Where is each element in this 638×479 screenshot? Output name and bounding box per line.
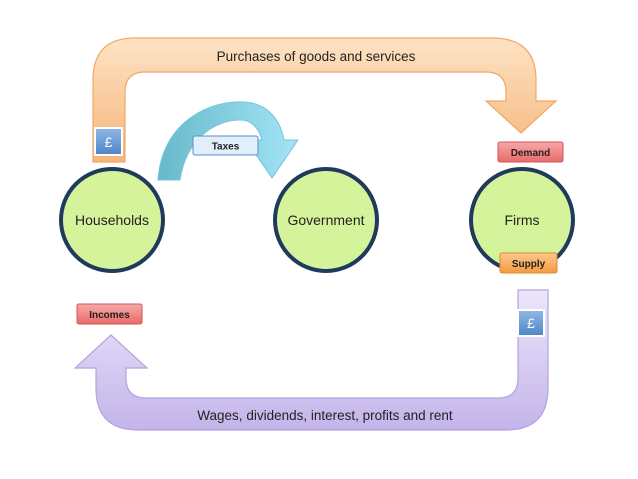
taxes-arrow	[157, 101, 299, 181]
taxes-tag-label: Taxes	[212, 142, 240, 153]
supply-tag-label: Supply	[512, 259, 546, 270]
taxes-tag	[192, 135, 259, 156]
top-flow-label: Purchases of goods and services	[217, 49, 416, 64]
bottom-flow-label: Wages, dividends, interest, profits and …	[197, 408, 453, 423]
households-circle	[59, 167, 165, 273]
firms-label: Firms	[505, 212, 540, 228]
money-tile-top	[94, 127, 123, 156]
government-label: Government	[287, 212, 364, 228]
bottom-flow-arrow	[73, 289, 549, 431]
demand-tag	[497, 141, 564, 163]
households-label: Households	[75, 212, 149, 228]
incomes-tag	[76, 303, 143, 325]
government-circle	[273, 167, 379, 273]
money-tile-bottom-symbol: £	[527, 315, 535, 331]
supply-tag	[499, 252, 558, 274]
money-tile-top-symbol: £	[105, 134, 113, 150]
incomes-tag-label: Incomes	[89, 310, 130, 321]
money-tile-bottom	[517, 309, 545, 337]
top-flow-arrow	[92, 37, 558, 163]
demand-tag-label: Demand	[511, 148, 550, 159]
